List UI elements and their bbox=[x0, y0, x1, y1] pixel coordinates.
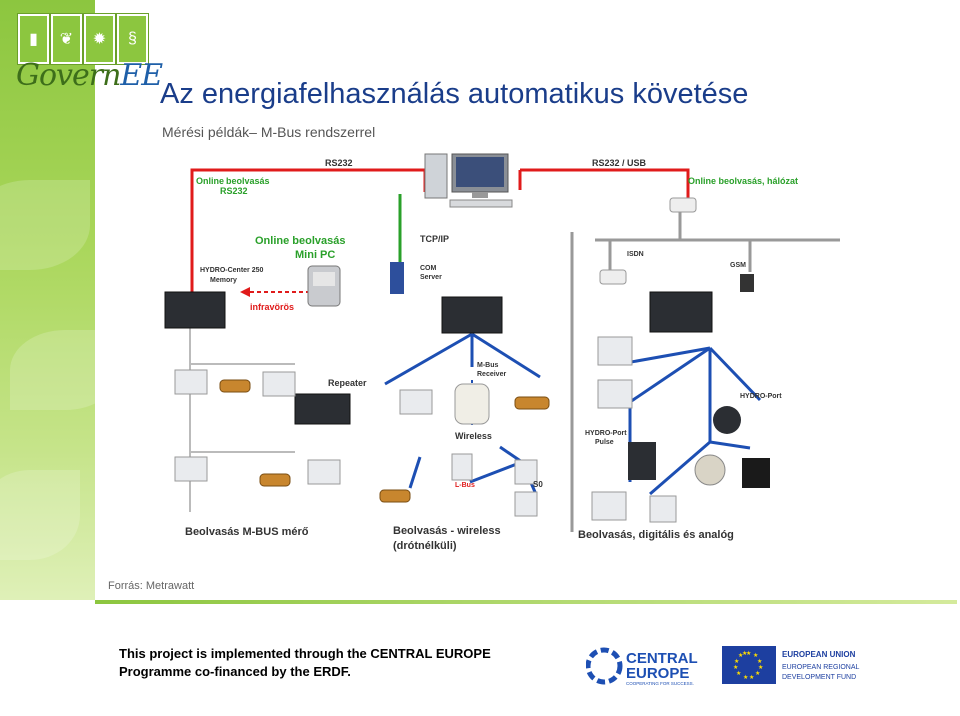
hydro-port-pulse-label: HYDRO-Port bbox=[585, 430, 627, 437]
wireless-label: Wireless bbox=[455, 431, 492, 441]
green-sidebar bbox=[0, 0, 120, 600]
isdn-label: ISDN bbox=[627, 251, 644, 258]
tcpip-label: TCP/IP bbox=[420, 234, 449, 244]
hydro-port-pulse-label-2: Pulse bbox=[595, 439, 614, 446]
rs232-usb-label: RS232 / USB bbox=[592, 158, 647, 168]
com-server bbox=[390, 262, 404, 294]
hydro-center-units bbox=[164, 291, 713, 425]
building-icon: ▮ bbox=[18, 14, 49, 64]
mini-pc-screen bbox=[313, 272, 335, 286]
central-europe-logo: CENTRAL EUROPE COOPERATING FOR SUCCESS. bbox=[586, 647, 698, 686]
online-minipc-label-1: Online beolvasás bbox=[255, 235, 345, 247]
mbus-lines-blue bbox=[384, 332, 762, 496]
page-subtitle: Mérési példák– M-Bus rendszerrel bbox=[162, 124, 376, 140]
wireless-receiver bbox=[454, 383, 490, 425]
eu-line-1: EUROPEAN UNION bbox=[782, 650, 856, 659]
svg-text:★: ★ bbox=[736, 670, 741, 677]
hydro-center-memory-label: Memory bbox=[210, 277, 237, 284]
ce-star-icon bbox=[586, 647, 623, 685]
online-network-device bbox=[669, 197, 697, 213]
com-server-label-2: Server bbox=[420, 274, 442, 281]
analog-display bbox=[742, 458, 770, 488]
online-rs232-label-1: Online bbox=[196, 176, 224, 186]
footer-line-1: This project is implemented through the … bbox=[119, 646, 491, 661]
mbus-receiver-label: M-Bus bbox=[477, 362, 498, 369]
infrared-label: infravörös bbox=[250, 302, 294, 312]
hydro-port-device bbox=[713, 406, 741, 434]
decorative-leaf bbox=[0, 470, 80, 560]
com-server-label: COM bbox=[420, 265, 437, 272]
online-network-label: Online beolvasás, hálózat bbox=[688, 176, 798, 186]
paragraph-icon: § bbox=[117, 14, 148, 64]
svg-text:★: ★ bbox=[753, 652, 758, 659]
hydro-port-pulse bbox=[628, 442, 656, 480]
decorative-leaf bbox=[0, 180, 90, 270]
mbus-receiver-label-2: Receiver bbox=[477, 371, 506, 378]
gsm-modem bbox=[740, 274, 754, 292]
caption-wireless: Beolvasás - wireless bbox=[393, 525, 501, 537]
svg-text:★: ★ bbox=[755, 670, 760, 677]
footer-line-2: Programme co-financed by the ERDF. bbox=[119, 664, 351, 679]
footer-statement: This project is implemented through the … bbox=[119, 645, 491, 681]
svg-text:★: ★ bbox=[758, 664, 763, 671]
svg-text:★: ★ bbox=[734, 658, 739, 665]
svg-text:★: ★ bbox=[738, 652, 743, 659]
rs232-label: RS232 bbox=[325, 158, 353, 168]
caption-mbus-meter: Beolvasás M-BUS mérő bbox=[185, 526, 309, 538]
svg-text:★: ★ bbox=[733, 664, 738, 671]
network-lines bbox=[570, 207, 840, 532]
governee-logo-tiles: ▮ ❦ ✹ § bbox=[18, 14, 148, 64]
svg-text:★: ★ bbox=[742, 650, 747, 657]
source-note: Forrás: Metrawatt bbox=[108, 580, 195, 592]
mbus-network-diagram: RS232 RS232 / USB TCP/IP COM Server ISDN… bbox=[164, 153, 840, 552]
eu-line-3: DEVELOPMENT FUND bbox=[782, 674, 856, 681]
caption-digital-analog: Beolvasás, digitális és analóg bbox=[578, 529, 734, 541]
svg-text:★: ★ bbox=[743, 674, 748, 681]
sun-icon: ✹ bbox=[84, 14, 115, 64]
hydro-center-label: HYDRO-Center 250 bbox=[200, 267, 264, 274]
hydro-port-label: HYDRO-Port bbox=[740, 393, 782, 400]
s0-label: S0 bbox=[533, 480, 543, 489]
leaf-icon: ❦ bbox=[51, 14, 82, 64]
pc-computer bbox=[424, 153, 513, 208]
svg-text:★: ★ bbox=[746, 650, 751, 657]
page-title: Az energiafelhasználás automatikus követ… bbox=[160, 78, 749, 110]
svg-text:★: ★ bbox=[749, 674, 754, 681]
ce-line-2: EUROPE bbox=[626, 665, 689, 682]
eu-erdf-logo: ★★★★ ★★★★ ★★★★ EUROPEAN UNION EUROPEAN R… bbox=[722, 646, 860, 684]
caption-wireless-2: (drótnélküli) bbox=[393, 540, 457, 552]
online-minipc-label-2: Mini PC bbox=[295, 249, 335, 261]
eu-line-2: EUROPEAN REGIONAL bbox=[782, 664, 860, 671]
heat-meter bbox=[694, 454, 726, 486]
online-rs232-label-3: RS232 bbox=[220, 186, 248, 196]
infrared-arrow bbox=[240, 287, 310, 297]
water-meters bbox=[219, 379, 550, 503]
decorative-leaf bbox=[10, 330, 120, 410]
footer-divider bbox=[95, 600, 957, 604]
eu-stars-icon: ★★★★ ★★★★ ★★★★ bbox=[733, 650, 763, 681]
ce-tagline: COOPERATING FOR SUCCESS. bbox=[626, 681, 694, 686]
eu-flag bbox=[722, 646, 776, 684]
isdn-modem bbox=[599, 269, 627, 285]
lbus-label: L-Bus bbox=[455, 482, 475, 489]
gsm-label: GSM bbox=[730, 262, 746, 269]
repeater-label: Repeater bbox=[328, 378, 367, 388]
governee-logo-text: GovernEE bbox=[16, 58, 163, 93]
meters bbox=[174, 336, 677, 523]
ce-line-1: CENTRAL bbox=[626, 650, 698, 667]
svg-text:★: ★ bbox=[757, 658, 762, 665]
online-rs232-label-2: beolvasás bbox=[226, 176, 270, 186]
